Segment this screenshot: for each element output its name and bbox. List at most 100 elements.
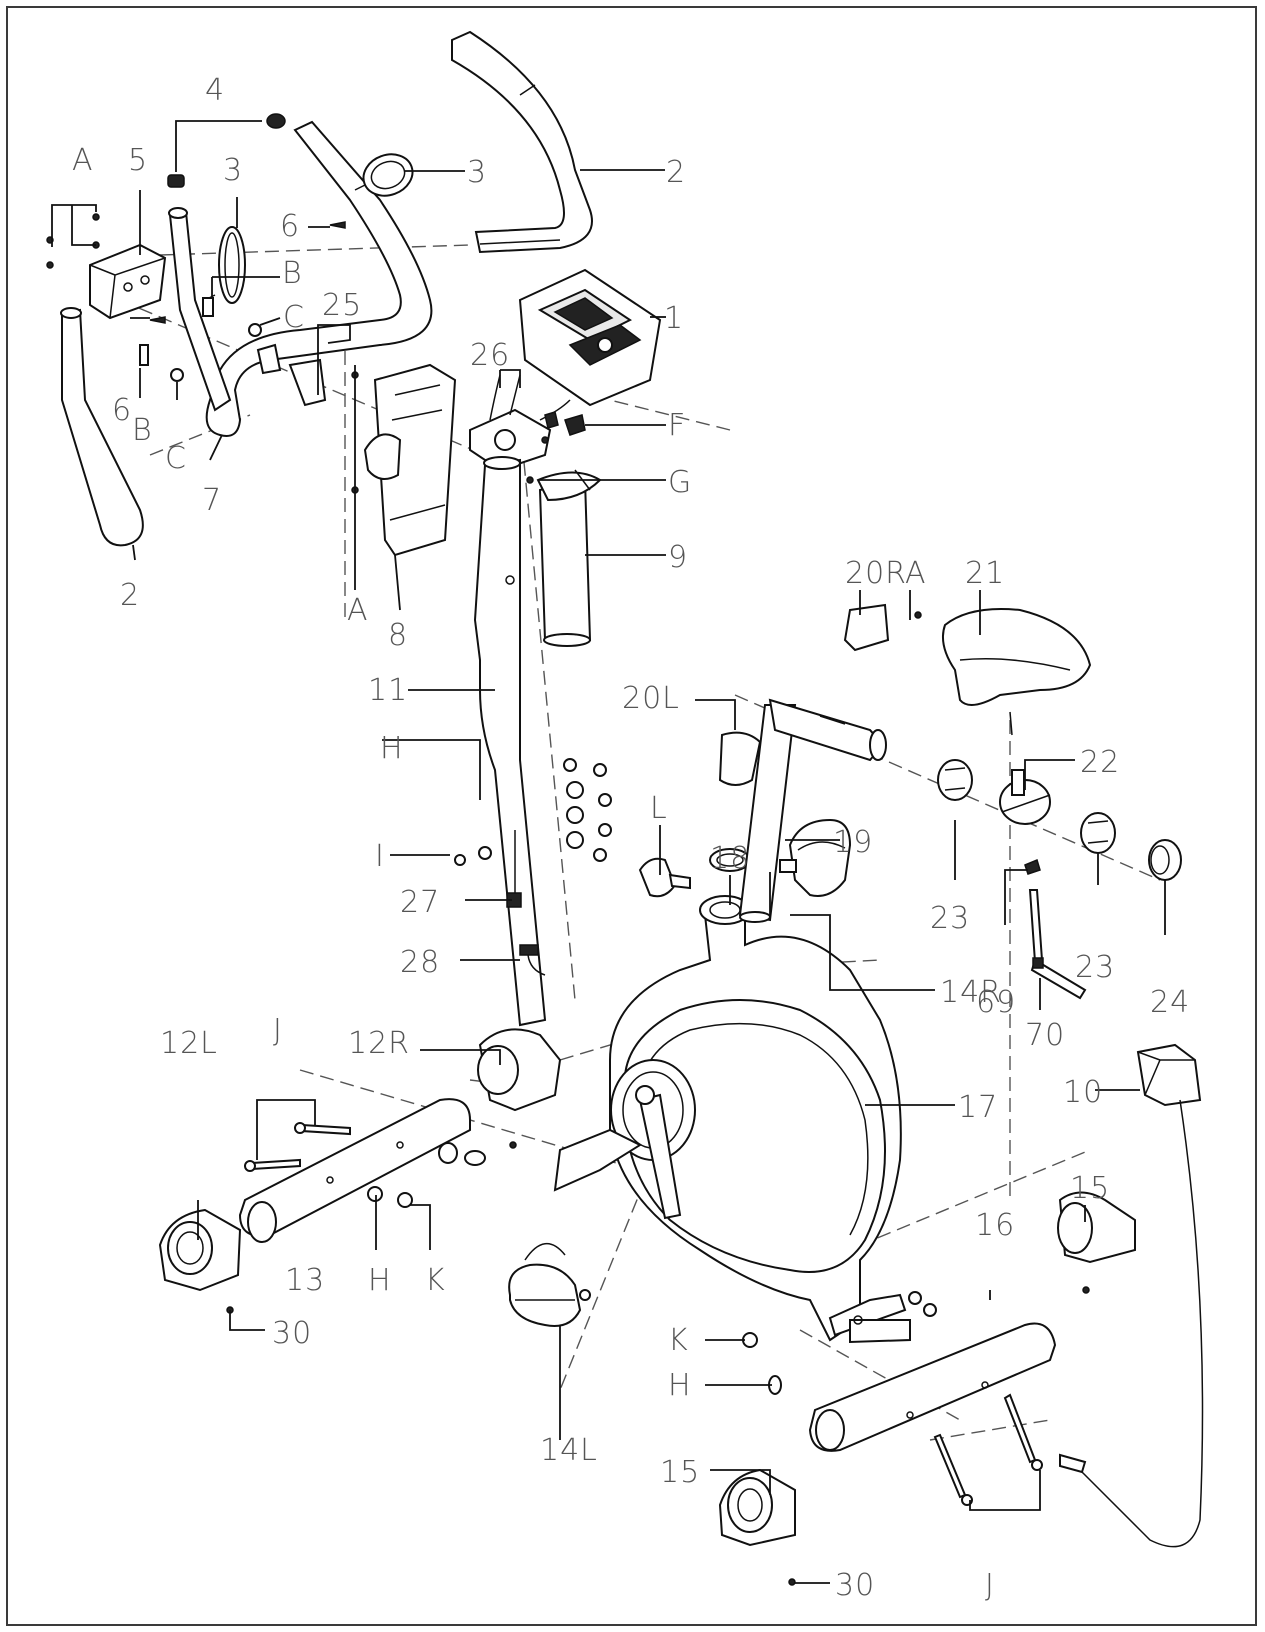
label-1: 1 [664,301,684,336]
fasteners-handlebar [46,213,346,382]
label-15-right: 15 [1070,1171,1110,1206]
label-9: 9 [668,540,688,575]
part-19-seat-post [738,698,887,923]
label-F: F [668,408,686,443]
label-H-2: H [368,1263,392,1298]
label-30-right: 30 [835,1568,875,1603]
label-30-left: 30 [272,1316,312,1351]
fasteners-console [526,436,549,484]
label-3-left: 3 [223,153,243,188]
label-6-lower: 6 [112,393,132,428]
label-10: 10 [1063,1075,1103,1110]
part-13-front-stabilizer [238,1098,471,1243]
label-69: 69 [976,985,1016,1020]
label-25: 25 [322,288,362,323]
label-C-2: C [165,441,187,476]
label-K-1: K [425,1263,446,1298]
part-24-end-cap [1148,839,1182,881]
label-11: 11 [368,673,408,708]
part-1-console [518,268,662,407]
part-27-connector [506,830,522,908]
label-20L: 20L [622,681,680,716]
part-14R-pedal [779,818,852,897]
label-8: 8 [388,618,408,653]
part-9-rear-cover [536,469,602,647]
label-23-left: 23 [930,901,970,936]
label-A-3: A [905,556,927,591]
label-C-1: C [283,300,305,335]
part-14L-pedal [508,1243,591,1327]
label-H-3: H [668,1368,692,1403]
label-G: G [668,465,692,500]
label-18: 18 [710,841,750,876]
label-16: 16 [975,1208,1015,1243]
part-28-connector [519,944,546,976]
label-J-1: J [273,1013,283,1048]
label-A-2: A [347,593,369,628]
label-5: 5 [128,143,148,178]
label-4: 4 [205,73,225,108]
part-70-pop-pin [1028,889,1087,1000]
part-23-bushing-left [937,759,973,801]
part-4-end-caps [167,113,286,188]
label-6-upper: 6 [280,209,300,244]
label-2-lower: 2 [120,578,140,613]
part-20L-cover [718,731,762,786]
label-28: 28 [400,945,440,980]
label-2-upper: 2 [666,155,686,190]
label-L: L [650,791,668,826]
label-B-2: B [132,413,153,448]
label-24: 24 [1150,985,1190,1020]
fasteners-rear-stabilizer [742,1291,1043,1506]
part-23-bushing-right [1080,812,1116,854]
label-13: 13 [285,1263,325,1298]
label-22: 22 [1080,745,1120,780]
label-70: 70 [1025,1018,1065,1053]
part-69-washer [1024,858,1041,875]
part-11-upright-tube [473,456,547,1027]
label-H-1: H [380,731,404,766]
label-26: 26 [470,338,510,373]
label-I: I [375,839,385,874]
part-8-front-cover [351,363,457,557]
label-21: 21 [965,556,1005,591]
label-15-left: 15 [660,1455,700,1490]
part-17-main-housing [553,895,911,1344]
part-labels: 4 A 5 3 3 2 6 B C 25 6 B C 7 2 1 26 F G … [72,73,1190,1603]
label-12L: 12L [160,1026,218,1061]
label-B-1: B [282,256,303,291]
leader-lines [51,120,1166,1584]
label-12R: 12R [348,1026,410,1061]
part-5-handlebar-bracket [89,243,167,320]
part-3-pulse-ring-right [362,153,414,197]
label-3-right: 3 [467,155,487,190]
part-20R-cover [843,603,922,652]
part-10-power-adapter [1059,1043,1204,1548]
label-20R: 20R [845,556,907,591]
part-L-knob [638,857,691,898]
fasteners-front-stabilizer [244,1122,486,1208]
label-J-2: J [985,1568,995,1603]
part-2-handlebar-upper [451,30,593,254]
part-15-end-cap-left [718,1468,796,1586]
label-27: 27 [400,885,440,920]
part-3-pulse-ring-left [218,226,246,304]
part-12R-end-cap [477,1028,562,1149]
label-17: 17 [958,1090,998,1125]
label-14R: 14R [940,975,1002,1010]
label-A-1: A [72,143,94,178]
label-19: 19 [833,825,873,860]
part-15-end-cap-right [1057,1191,1136,1294]
label-23-right: 23 [1075,950,1115,985]
part-2-handlebar-lower [60,307,144,547]
label-14L: 14L [540,1433,598,1468]
part-26-console-bracket [469,374,586,472]
label-7: 7 [202,483,222,518]
part-12L-end-cap [158,1208,242,1314]
part-22-seat-clamp [999,769,1051,825]
label-K-2: K [668,1323,689,1358]
part-21-saddle [942,608,1092,736]
part-25-brackets [256,343,327,407]
fasteners-upright [454,758,612,866]
